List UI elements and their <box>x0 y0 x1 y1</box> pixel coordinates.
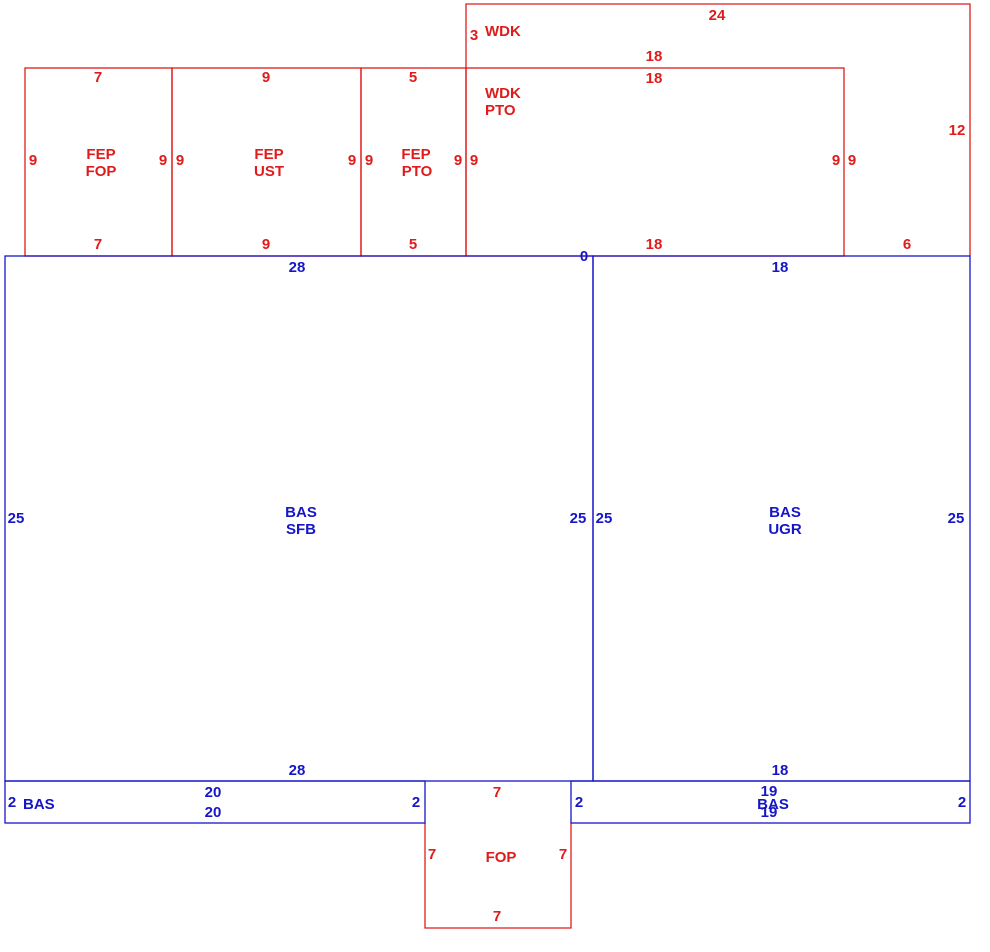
dimension-label: 9 <box>365 152 373 169</box>
dimension-label: 9 <box>176 152 184 169</box>
area-code-label: FOP <box>486 849 517 866</box>
dimension-label: 19 <box>761 804 778 821</box>
dimension-label: 18 <box>646 48 663 65</box>
dimension-label: 20 <box>205 804 222 821</box>
area-sub-label: SFB <box>286 521 316 538</box>
area-code-label: WDK <box>485 23 521 40</box>
dimension-label: 28 <box>289 762 306 779</box>
dimension-label: 9 <box>159 152 167 169</box>
dimension-label: 19 <box>761 783 778 800</box>
dimension-label: 28 <box>289 259 306 276</box>
dimension-label: 9 <box>262 236 270 253</box>
dimension-label: 9 <box>848 152 856 169</box>
area-code-label: BAS <box>23 796 55 813</box>
fop-bottom-outline <box>424 823 572 929</box>
wdk-top-outline <box>465 3 971 256</box>
dimension-label: 9 <box>348 152 356 169</box>
area-code-label: BAS <box>757 796 789 813</box>
area-sub-label: PTO <box>402 163 433 180</box>
area-bas-left: BAS 20 20 2 2 <box>8 784 420 821</box>
area-sub-label: PTO <box>485 102 516 119</box>
area-bas-sfb: BAS SFB 28 28 25 25 0 <box>8 248 589 779</box>
area-fop-bottom: FOP 7 7 7 7 <box>428 784 567 925</box>
dimension-label: 18 <box>646 70 663 87</box>
dimension-label: 2 <box>8 794 16 811</box>
dimension-label: 9 <box>832 152 840 169</box>
dimension-label: 7 <box>559 846 567 863</box>
dimension-label: 25 <box>570 510 587 527</box>
area-code-label: FEP <box>401 146 430 163</box>
dimension-label: 25 <box>8 510 25 527</box>
area-fep-pto: FEP PTO 5 5 9 9 <box>365 69 462 253</box>
dimension-label: 9 <box>29 152 37 169</box>
area-code-label: FEP <box>254 146 283 163</box>
area-sub-label: FOP <box>86 163 117 180</box>
dimension-label: 25 <box>596 510 613 527</box>
area-bas-ugr: BAS UGR 18 18 25 25 <box>596 259 965 779</box>
dimension-label: 3 <box>470 27 478 44</box>
bas-left-outline <box>4 780 426 824</box>
area-bas-right: BAS 19 19 2 2 <box>575 783 966 821</box>
dimension-label: 2 <box>958 794 966 811</box>
dimension-label: 12 <box>949 122 966 139</box>
dimension-label: 7 <box>428 846 436 863</box>
dimension-label: 9 <box>454 152 462 169</box>
dimension-label: 7 <box>94 236 102 253</box>
dimension-label: 18 <box>772 762 789 779</box>
area-code-label: BAS <box>769 504 801 521</box>
dimension-label: 7 <box>94 69 102 86</box>
dimension-label: 9 <box>262 69 270 86</box>
area-code-label: FEP <box>86 146 115 163</box>
blue-outlines <box>4 255 971 824</box>
dimension-label: 2 <box>412 794 420 811</box>
dimension-label: 9 <box>470 152 478 169</box>
dimension-label: 5 <box>409 236 417 253</box>
dimension-label: 6 <box>903 236 911 253</box>
area-wdk-pto: WDK PTO 18 18 18 9 9 9 <box>470 48 856 253</box>
area-code-label: WDK <box>485 85 521 102</box>
dimension-label: 18 <box>772 259 789 276</box>
dimension-label: 20 <box>205 784 222 801</box>
dimension-label: 7 <box>493 908 501 925</box>
area-fep-ust: FEP UST 9 9 9 9 <box>176 69 356 253</box>
dimension-label: 18 <box>646 236 663 253</box>
dimension-label: 0 <box>580 248 588 265</box>
dimension-label: 24 <box>709 7 726 24</box>
area-code-label: BAS <box>285 504 317 521</box>
dimension-label: 7 <box>493 784 501 801</box>
area-sub-label: UST <box>254 163 284 180</box>
bas-right-outline <box>570 780 971 824</box>
dimension-label: 25 <box>948 510 965 527</box>
area-fep-fop: FEP FOP 7 7 9 9 <box>29 69 167 253</box>
area-wdk-top: WDK 24 3 12 6 <box>470 7 966 253</box>
dimension-label: 2 <box>575 794 583 811</box>
wdk-pto-outline <box>465 67 845 257</box>
dimension-label: 5 <box>409 69 417 86</box>
area-sub-label: UGR <box>768 521 802 538</box>
